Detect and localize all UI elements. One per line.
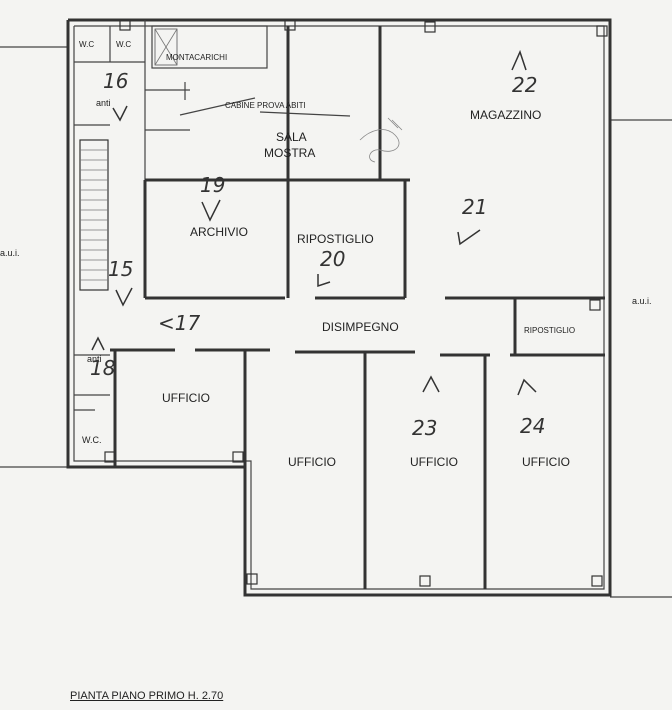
scribble-mark [359, 117, 403, 163]
photo-mark-20: 20 [320, 247, 345, 271]
pillars [104, 19, 608, 587]
view-arrow-16 [112, 105, 128, 122]
view-arrow-24 [517, 378, 537, 396]
label-anti-bottom: anti [87, 354, 102, 364]
archivio-walls [143, 180, 290, 300]
label-ufficio-4: UFFICIO [522, 455, 570, 469]
label-montacarichi: MONTACARICHI [166, 53, 227, 62]
label-ripostiglio-center: RIPOSTIGLIO [297, 232, 374, 246]
view-arrow-15 [115, 287, 133, 307]
label-wc-bottom: W.C. [82, 435, 102, 445]
label-cabine: CABINE PROVA ABITI [225, 101, 306, 110]
label-ufficio-2: UFFICIO [288, 455, 336, 469]
label-mostra: MOSTRA [264, 146, 315, 160]
outer-wall [66, 18, 612, 597]
view-arrow-21 [457, 229, 481, 246]
photo-mark-22: 22 [512, 73, 537, 97]
label-ufficio-1: UFFICIO [162, 391, 210, 405]
wc-block [74, 20, 146, 180]
label-aui-left: a.u.i. [0, 248, 20, 258]
photo-mark-19: 19 [200, 173, 225, 197]
office-walls [110, 296, 605, 589]
label-wc-right: W.C [116, 40, 131, 49]
label-anti-top: anti [96, 98, 111, 108]
plan-caption: PIANTA PIANO PRIMO H. 2.70 [70, 690, 224, 702]
photo-mark-18: 18 [90, 356, 115, 380]
montacarichi-box [151, 25, 268, 69]
label-ripostiglio-right: RIPOSTIGLIO [524, 326, 575, 335]
photo-mark-15: 15 [108, 257, 133, 281]
label-aui-right: a.u.i. [632, 296, 652, 306]
wc-bottom-walls [74, 354, 110, 411]
photo-mark-21: 21 [462, 195, 487, 219]
photo-mark-17: <17 [158, 311, 200, 335]
label-disimpegno: DISIMPEGNO [322, 320, 399, 334]
cabine-walls [145, 82, 351, 131]
label-archivio: ARCHIVIO [190, 225, 248, 239]
photo-mark-23: 23 [412, 416, 437, 440]
photo-mark-24: 24 [520, 414, 545, 438]
view-arrow-19 [201, 199, 221, 222]
view-arrow-20 [317, 274, 331, 288]
label-magazzino: MAGAZZINO [470, 108, 541, 122]
view-arrow-23 [422, 375, 440, 393]
label-wc-left: W.C [79, 40, 94, 49]
label-sala: SALA [276, 130, 307, 144]
view-arrow-22 [511, 49, 527, 71]
label-ufficio-3: UFFICIO [410, 455, 458, 469]
staircase [79, 139, 109, 291]
montacarichi-inner [154, 28, 178, 66]
view-arrow-18 [91, 336, 105, 351]
photo-mark-16: 16 [103, 69, 128, 93]
ripostiglio-walls [315, 180, 407, 300]
